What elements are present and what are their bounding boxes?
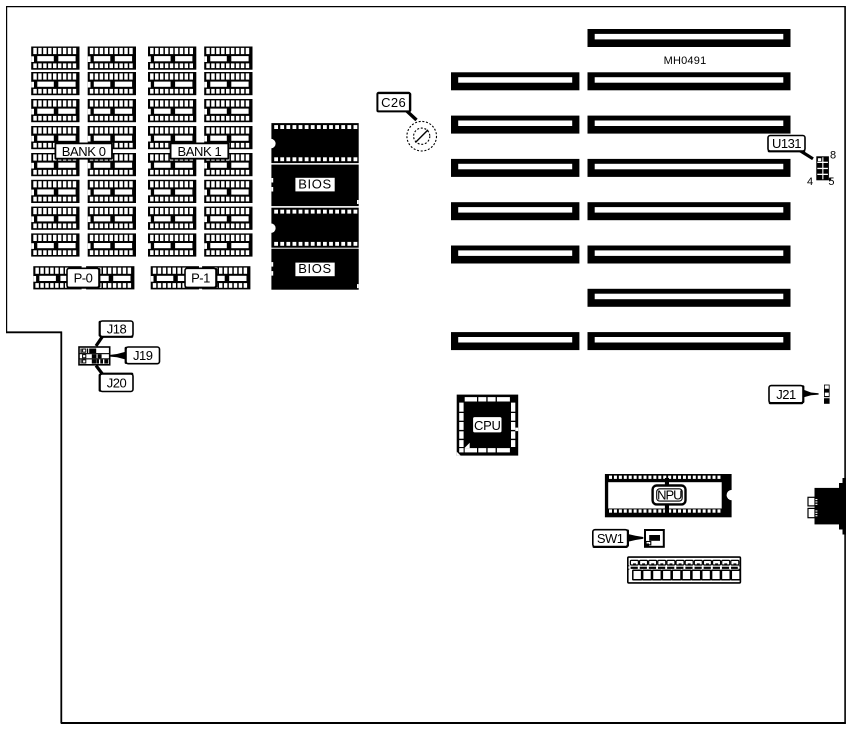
svg-text:BIOS: BIOS xyxy=(298,261,331,276)
svg-text:BANK 0: BANK 0 xyxy=(62,144,106,159)
svg-text:BANK 1: BANK 1 xyxy=(178,144,222,159)
svg-text:J20: J20 xyxy=(107,375,127,390)
svg-text:CPU: CPU xyxy=(474,418,501,433)
svg-text:J21: J21 xyxy=(776,387,796,402)
svg-text:C26: C26 xyxy=(381,95,406,110)
svg-text:J18: J18 xyxy=(107,321,127,336)
svg-text:8: 8 xyxy=(830,149,836,161)
svg-text:U131: U131 xyxy=(772,136,801,151)
svg-text:SW1: SW1 xyxy=(597,531,624,546)
svg-text:P-1: P-1 xyxy=(191,271,210,286)
svg-text:MH0491: MH0491 xyxy=(664,55,707,67)
svg-text:P-0: P-0 xyxy=(74,271,93,286)
svg-text:BIOS: BIOS xyxy=(298,176,331,191)
svg-text:NPU: NPU xyxy=(657,488,682,503)
svg-text:J19: J19 xyxy=(133,348,153,363)
svg-text:4: 4 xyxy=(807,176,813,188)
svg-text:5: 5 xyxy=(828,176,834,188)
